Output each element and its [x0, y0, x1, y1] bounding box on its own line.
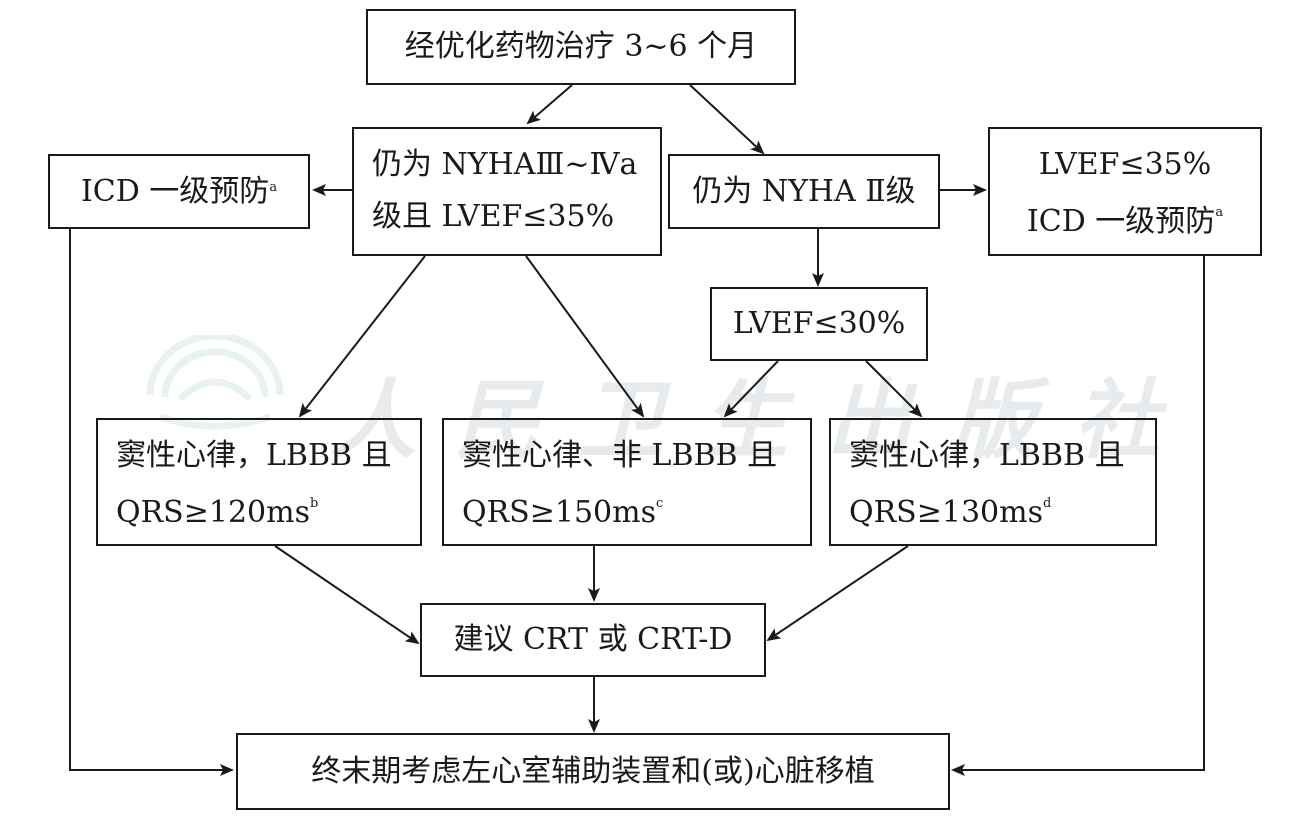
arrow-lvef30-to-nonlbbb150 [723, 360, 779, 418]
node-nyha-2: 仍为 NYHA Ⅱ级 [668, 154, 940, 229]
arrow-nyha34-to-lbbb120 [298, 255, 426, 418]
node-lvef35-icd-right: LVEF≤35% ICD 一级预防a [988, 127, 1262, 256]
arrow-icd-left-to-final [69, 229, 234, 776]
publisher-logo-watermark [146, 335, 284, 430]
arrow-icd-right-to-final [951, 256, 1205, 776]
watermark-text: 人民卫生出版社 [330, 370, 1198, 471]
arrow-start-to-nyha2 [689, 84, 765, 155]
arrow-nyha34-to-nonlbbb150 [525, 255, 645, 418]
node-end-stage-lvad-transplant: 终末期考虑左心室辅助装置和(或)心脏移植 [236, 733, 950, 810]
node-sinus-lbbb-qrs120: 窦性心律，LBBB 且 QRS≥120msb [96, 418, 422, 546]
node-nyha-3-4-lvef35: 仍为 NYHAⅢ~Ⅳa 级且 LVEF≤35% [352, 127, 662, 256]
arrow-start-to-nyha34 [526, 84, 573, 125]
arrow-lbbb120-to-crt [274, 545, 420, 645]
arrow-lbbb130-to-crt [766, 545, 909, 642]
node-sinus-lbbb-qrs130: 窦性心律，LBBB 且 QRS≥130msd [829, 418, 1157, 546]
node-recommend-crt: 建议 CRT 或 CRT-D [420, 603, 766, 677]
node-optimized-medication: 经优化药物治疗 3~6 个月 [366, 9, 796, 85]
node-lvef30: LVEF≤30% [710, 287, 928, 361]
arrow-lvef30-to-lbbb130 [865, 360, 923, 418]
node-sinus-non-lbbb-qrs150: 窦性心律、非 LBBB 且 QRS≥150msc [442, 418, 812, 546]
